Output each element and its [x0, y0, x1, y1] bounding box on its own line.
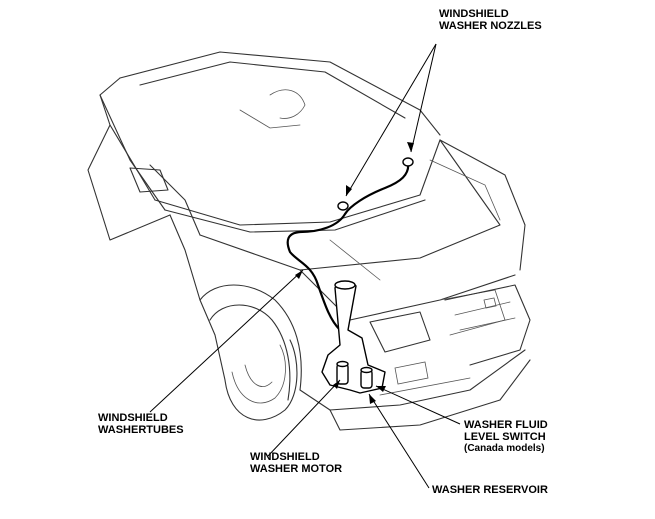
leader-lines	[149, 43, 461, 489]
label-level-switch-note: (Canada models)	[464, 443, 545, 454]
label-washer-motor-line1: WINDSHIELD	[250, 451, 320, 463]
label-washer-tubes-line2: WASHERTUBES	[98, 424, 184, 436]
label-washer-motor: WINDSHIELD WASHER MOTOR	[250, 451, 342, 475]
nozzle-icon	[337, 157, 414, 211]
label-washer-tubes: WINDSHIELD WASHERTUBES	[98, 412, 184, 436]
washer-tube	[286, 160, 410, 347]
label-washer-nozzles-line1: WINDSHIELD	[439, 8, 509, 20]
label-level-switch: WASHER FLUID LEVEL SWITCH (Canada models…	[464, 419, 548, 455]
label-washer-nozzles: WINDSHIELD WASHER NOZZLES	[439, 8, 542, 32]
label-washer-nozzles-line2: WASHER NOZZLES	[439, 20, 542, 32]
label-washer-tubes-line1: WINDSHIELD	[98, 412, 168, 424]
label-level-switch-line2: LEVEL SWITCH	[464, 431, 546, 443]
label-level-switch-line1: WASHER FLUID	[464, 419, 548, 431]
car-body	[87, 51, 531, 431]
label-washer-motor-line2: WASHER MOTOR	[250, 463, 343, 475]
washer-reservoir-icon	[321, 280, 386, 394]
label-washer-reservoir: WASHER RESERVOIR	[432, 484, 548, 496]
